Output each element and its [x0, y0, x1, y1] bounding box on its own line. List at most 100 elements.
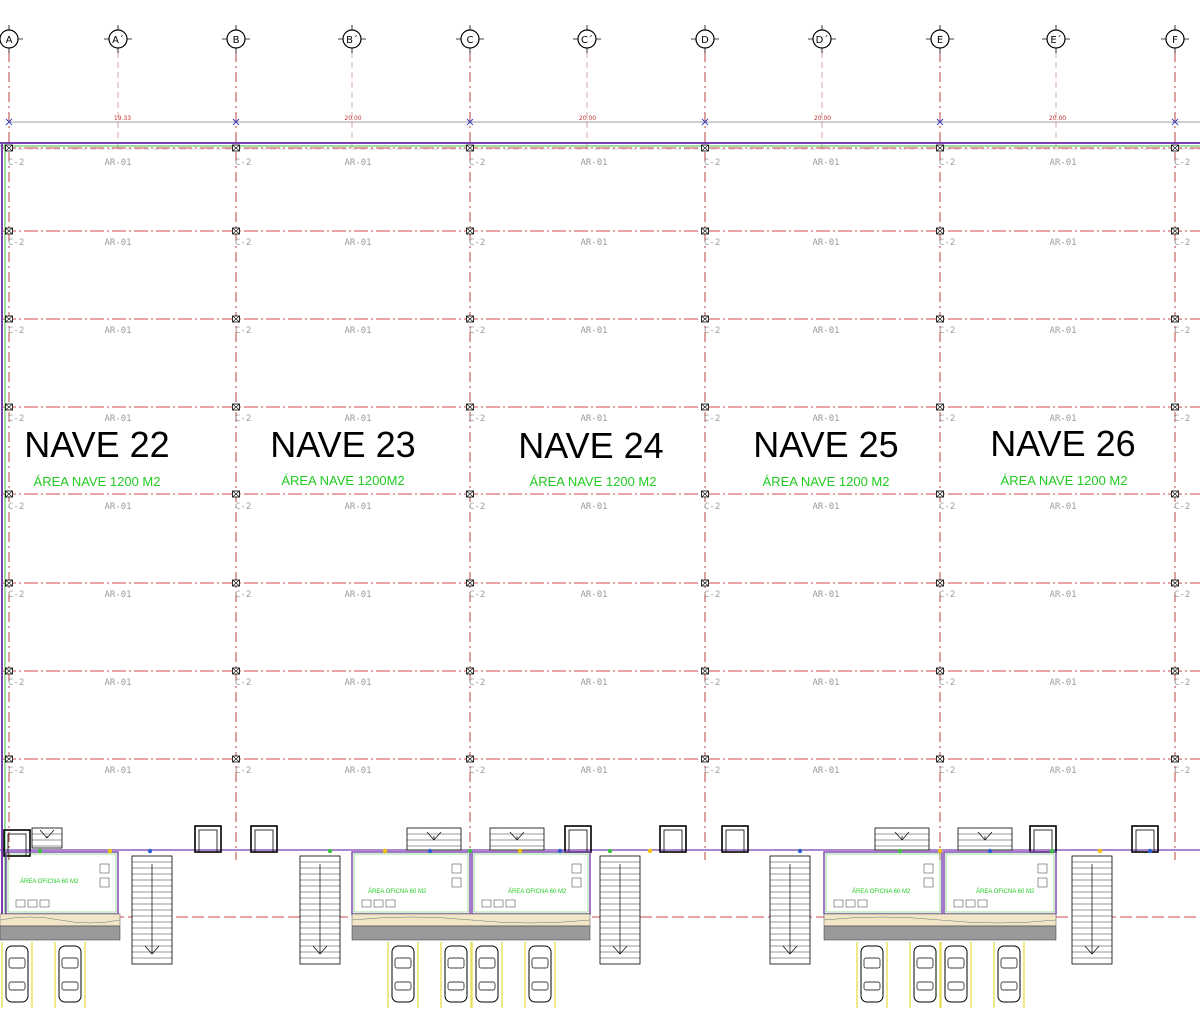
desk	[845, 899, 856, 908]
parked-car	[524, 942, 556, 1008]
column-marker	[701, 403, 709, 411]
column-marker-cross	[701, 227, 709, 235]
parked-car	[993, 942, 1025, 1008]
column-marker	[701, 227, 709, 235]
car-body	[528, 945, 552, 1003]
axis-bubble-circle	[812, 29, 832, 49]
column-marker	[936, 227, 944, 235]
column-tag: C-2	[235, 678, 251, 688]
dimension-tick	[701, 118, 709, 126]
pavement-1	[0, 913, 121, 941]
office-wall-inner	[473, 853, 589, 913]
loading-door-inner	[7, 833, 27, 857]
fixture-dot	[987, 848, 993, 854]
dimension-tick-b	[936, 118, 944, 126]
column-marker-cross	[1171, 315, 1179, 323]
column-marker-cross	[1171, 667, 1179, 675]
column-tag: C-2	[8, 326, 24, 336]
column-tag: C-2	[1174, 502, 1190, 512]
column-tag: C-2	[235, 158, 251, 168]
column-tag: C-2	[469, 502, 485, 512]
dimension-tick	[232, 118, 240, 126]
car-windshield	[863, 957, 881, 969]
column-marker-cross	[701, 667, 709, 675]
loading-door-inner	[198, 829, 218, 853]
beam-tag: AR-01	[104, 590, 131, 600]
axis-bubble-label: E´	[1050, 34, 1061, 46]
column-marker	[232, 579, 240, 587]
beam-tag: AR-01	[344, 414, 371, 424]
dimension-tick	[936, 118, 944, 126]
column-marker	[701, 579, 709, 587]
beam-tag: AR-01	[104, 678, 131, 688]
desk	[39, 899, 50, 908]
column-marker-cross	[1171, 490, 1179, 498]
nave-26-title: NAVE 26	[990, 423, 1135, 464]
column-tag: C-2	[235, 590, 251, 600]
parked-car	[471, 942, 503, 1008]
beam-tag: AR-01	[812, 766, 839, 776]
stair-arrow-head	[977, 831, 993, 841]
column-marker	[5, 315, 13, 323]
column-tag: C-2	[704, 326, 720, 336]
desk	[385, 899, 396, 908]
office-blocks	[0, 825, 1159, 965]
column-marker	[5, 144, 13, 152]
office-label-2: ÁREA OFICNA 60 M2	[368, 888, 427, 895]
axis-bubble-label: C´	[581, 34, 593, 46]
chair	[923, 863, 934, 874]
column-tag: C-2	[469, 238, 485, 248]
nave-24-area: ÁREA NAVE 1200 M2	[530, 474, 657, 489]
desk	[15, 899, 26, 908]
beam-tag: AR-01	[812, 238, 839, 248]
axis-bubble-circle	[930, 29, 950, 49]
car-body	[58, 945, 82, 1003]
axis-bubble-circle	[1165, 29, 1185, 49]
axis-bubble: B´	[338, 25, 366, 53]
beam-tag: AR-01	[344, 766, 371, 776]
parked-car	[387, 942, 419, 1008]
column-marker	[1171, 315, 1179, 323]
column-marker	[466, 227, 474, 235]
column-tag: C-2	[469, 678, 485, 688]
axis-bubble-label: A´	[112, 34, 124, 46]
nave-23-title: NAVE 23	[270, 424, 415, 465]
column-marker	[5, 579, 13, 587]
beam-tag: AR-01	[812, 414, 839, 424]
column-marker-cross	[5, 315, 13, 323]
office-labels: ÁREA OFICNA 60 M2 ÁREA OFICNA 60 M2 ÁREA…	[20, 878, 1035, 895]
fixture-dot	[1097, 848, 1103, 854]
ramp-stairs-3	[599, 855, 641, 965]
dimension-label: 20.00	[344, 115, 361, 122]
fixture-dot	[937, 848, 943, 854]
beam-tag: AR-01	[580, 326, 607, 336]
beam-tag: AR-01	[812, 326, 839, 336]
dimension-tick-b	[466, 118, 474, 126]
fixture-dot	[147, 848, 153, 854]
column-tag: C-2	[469, 590, 485, 600]
stair-arrow-head	[612, 945, 628, 955]
chair	[923, 877, 934, 888]
axis-bubble-label: F	[1172, 35, 1178, 46]
axis-bubble-circle	[108, 29, 128, 49]
loading-door-inner	[254, 829, 274, 853]
column-marker-cross	[466, 755, 474, 763]
column-marker	[5, 227, 13, 235]
fixture-dot	[327, 848, 333, 854]
column-tag: C-2	[1174, 158, 1190, 168]
desk	[481, 899, 492, 908]
beam-tag: AR-01	[580, 414, 607, 424]
column-tag: C-2	[8, 502, 24, 512]
beam-tag: AR-01	[812, 678, 839, 688]
column-tag: C-2	[939, 326, 955, 336]
column-marker-cross	[1171, 144, 1179, 152]
column-marker	[1171, 144, 1179, 152]
column-tag: C-2	[939, 502, 955, 512]
nave-25-area: ÁREA NAVE 1200 M2	[763, 474, 890, 489]
column-marker-cross	[466, 315, 474, 323]
car-rear-window	[947, 981, 965, 991]
column-marker-cross	[232, 490, 240, 498]
column-marker	[1171, 227, 1179, 235]
column-marker	[1171, 579, 1179, 587]
car-rear-window	[863, 981, 881, 991]
